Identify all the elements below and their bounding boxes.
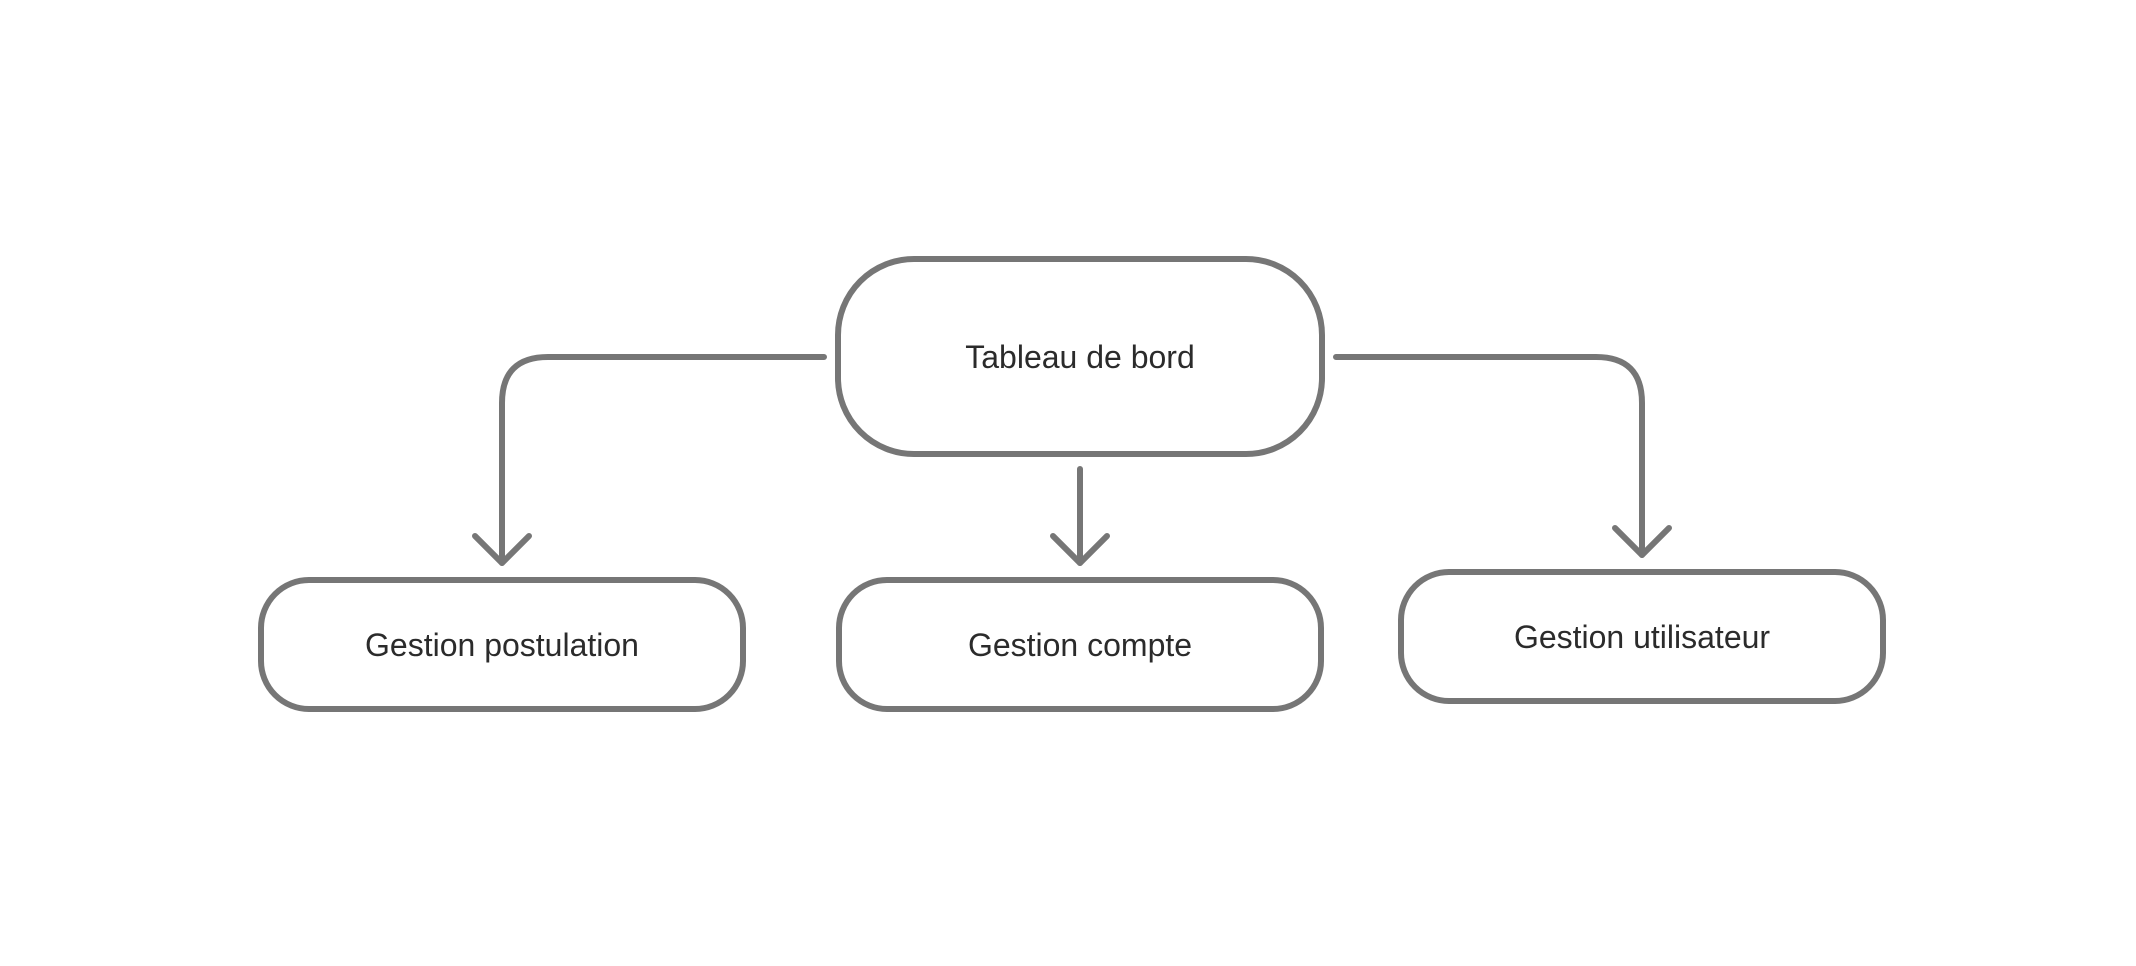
arrowhead-center-icon <box>1050 533 1110 566</box>
connector-left-line <box>499 354 827 566</box>
node-label: Tableau de bord <box>965 339 1195 375</box>
node-box <box>1398 569 1886 704</box>
node-box <box>836 577 1324 712</box>
node-tableau-de-bord[interactable]: Tableau de bord <box>835 256 1325 457</box>
node-gestion-utilisateur[interactable]: Gestion utilisateur <box>1398 569 1886 704</box>
connectors <box>472 354 1672 566</box>
node-box <box>835 256 1325 457</box>
arrowhead-left-icon <box>472 533 532 566</box>
node-gestion-compte[interactable]: Gestion compte <box>836 577 1324 712</box>
node-box <box>258 577 746 712</box>
node-label: Gestion compte <box>968 627 1192 663</box>
node-label: Gestion utilisateur <box>1514 619 1770 655</box>
arrowhead-right-icon <box>1612 525 1672 558</box>
node-gestion-postulation[interactable]: Gestion postulation <box>258 577 746 712</box>
connector-right-line <box>1333 354 1645 558</box>
node-label: Gestion postulation <box>365 627 639 663</box>
